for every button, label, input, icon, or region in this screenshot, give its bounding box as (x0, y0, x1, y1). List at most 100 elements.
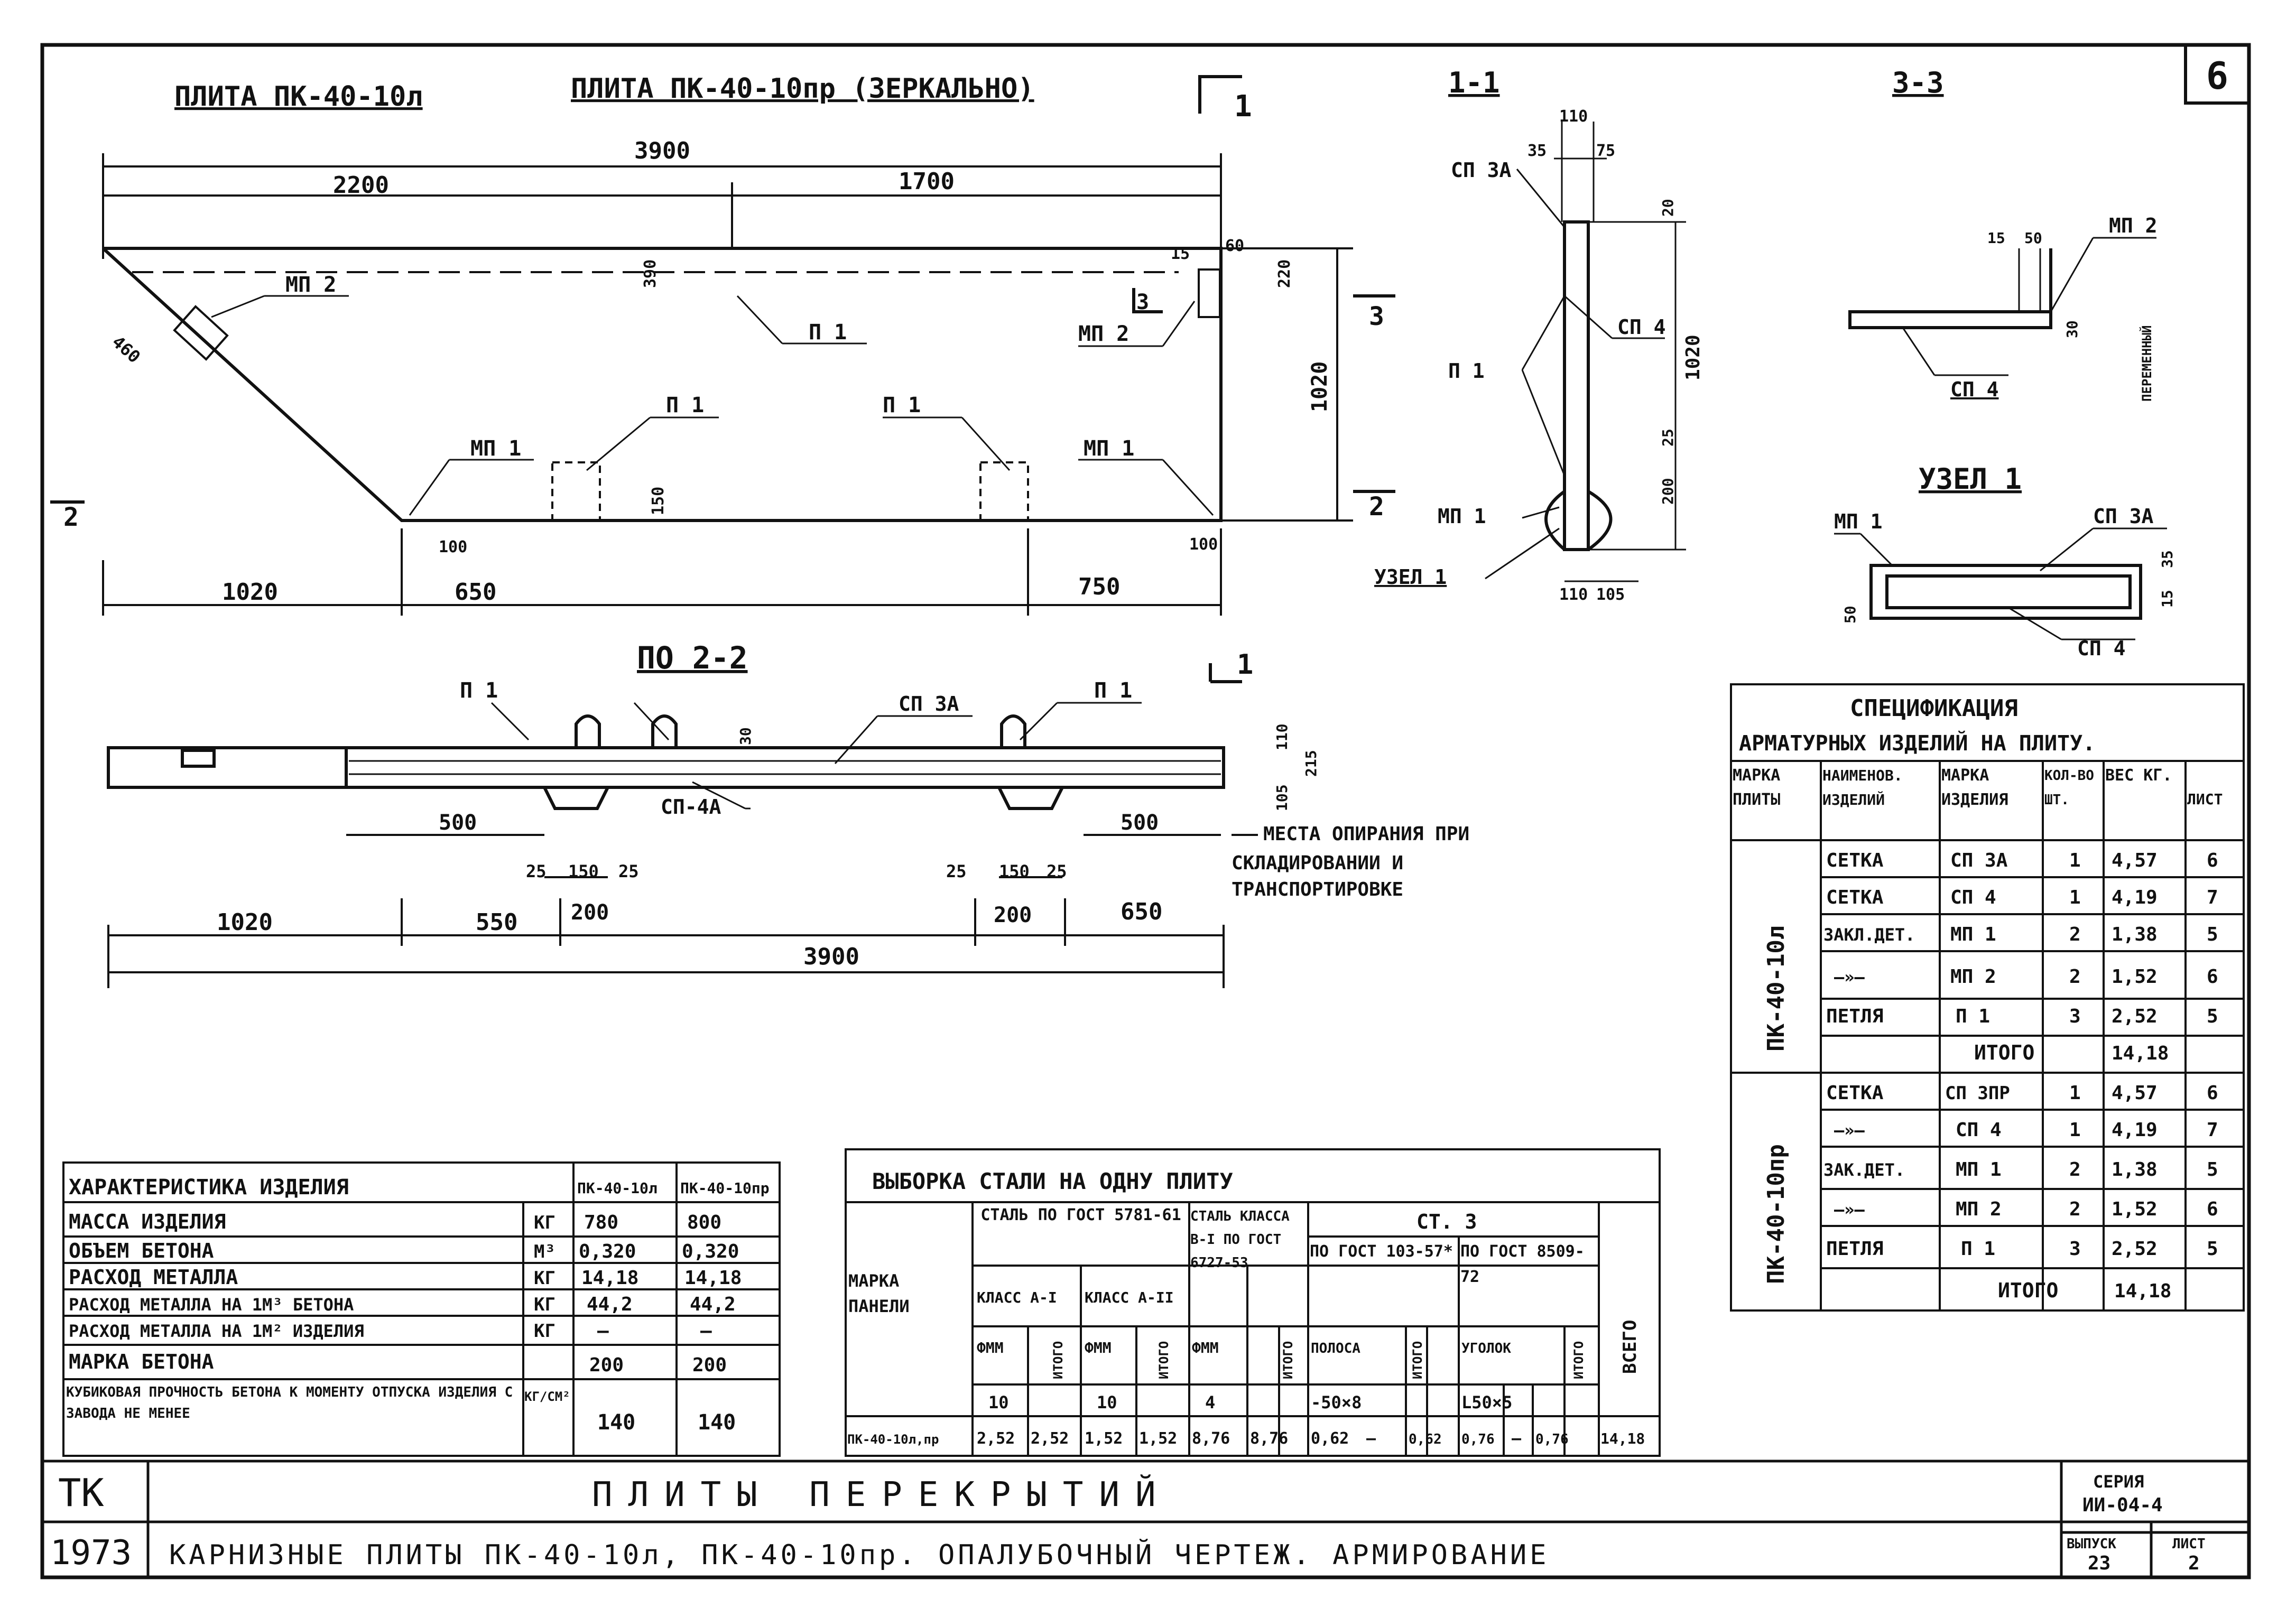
steel-angle-size: L50×5 (1461, 1392, 1512, 1412)
spec-cell: 5 (2207, 924, 2218, 945)
steel-polosa: ПОЛОСА (1311, 1341, 1360, 1356)
dim-variable-33: ПЕРЕМЕННЫЙ (2139, 326, 2154, 402)
spec-cell: 1,52 (2112, 1198, 2158, 1220)
label-p1-22-left: П 1 (460, 678, 498, 703)
dim-650-22: 650 (1121, 898, 1162, 925)
spec-header: МАРКА ПЛИТЫ (1733, 766, 1781, 809)
char-row-a: — (597, 1320, 609, 1342)
spec-cell: 2 (2069, 966, 2081, 988)
steel-row-val: 8,76 (1250, 1429, 1288, 1448)
spec-cell: 5 (2207, 1238, 2218, 1260)
dim-500-22-left: 500 (439, 811, 477, 835)
spec-cell: 6 (2207, 966, 2218, 988)
sheet-frame (40, 43, 2251, 1579)
char-row-name: РАСХОД МЕТАЛЛА НА 1М³ БЕТОНА (69, 1295, 354, 1315)
dim-25-d: 25 (1047, 861, 1067, 881)
dim-15-33: 15 (1987, 229, 2005, 247)
char-row-a: 780 (584, 1212, 618, 1233)
spec-cell: 7 (2207, 1119, 2218, 1141)
dim-220: 220 (1275, 259, 1294, 288)
spec-cell: 5 (2207, 1006, 2218, 1027)
dim-1020-11: 1020 (1682, 334, 1704, 380)
section-2-2-mark: 1 (1237, 649, 1253, 681)
issue-value: 23 (2088, 1553, 2110, 1574)
spec-cell: 4,19 (2112, 1119, 2158, 1141)
spec-cell: —»— (1834, 1200, 1865, 1220)
plan-title-left: ПЛИТА ПК-40-10л (174, 81, 423, 113)
spec-cell: 4,19 (2112, 887, 2158, 908)
spec-cell: —»— (1834, 1120, 1865, 1140)
spec-cell: П 1 (1961, 1238, 1995, 1260)
dim-1700: 1700 (899, 168, 955, 195)
char-row-unit: КГ (534, 1321, 556, 1342)
spec-header: ВЕС КГ. (2105, 766, 2172, 785)
char-row-b: 140 (698, 1410, 736, 1435)
spec-cell: 1 (2069, 850, 2081, 871)
char-row-unit: КГ (534, 1294, 556, 1315)
char-row-unit: КГ (534, 1268, 556, 1289)
label-sp3a-11: СП 3А (1451, 159, 1512, 182)
spec-total-label: ИТОГО (1974, 1041, 2034, 1064)
label-sp3a-node: СП 3А (2093, 505, 2154, 528)
label-sp4a-22: СП-4А (661, 795, 721, 819)
issue-label: ВЫПУСК (2067, 1536, 2116, 1552)
dim-30-33: 30 (2063, 320, 2081, 338)
spec-group-1: ПК-40-10л (1763, 926, 1790, 1052)
steel-itogo-b1: ИТОГО (1281, 1341, 1295, 1379)
steel-ugolok: УГОЛОК (1461, 1341, 1511, 1356)
dim-110-bottom: 110 (1559, 585, 1588, 604)
node-1: УЗЕЛ 1 МП 1 СП 3А СП 4 50 35 15 (1834, 462, 2176, 660)
spec-cell: СЕТКА (1826, 887, 1884, 908)
spec-cell: 4,57 (2112, 1082, 2158, 1104)
spec-cell: 2,52 (2112, 1006, 2158, 1027)
section-mark-2-left: 2 (63, 503, 79, 532)
steel-row-val: — (1512, 1429, 1522, 1448)
steel-itogo-a1: ИТОГО (1051, 1341, 1066, 1379)
char-row-name: КУБИКОВАЯ ПРОЧНОСТЬ БЕТОНА К МОМЕНТУ ОТП… (66, 1384, 513, 1421)
steel-class-a2: КЛАСС А-II (1085, 1289, 1174, 1306)
char-row-b: 44,2 (690, 1294, 736, 1315)
spec-cell: ПЕТЛЯ (1826, 1238, 1883, 1260)
dim-100-left: 100 (439, 538, 467, 556)
steel-row-mark: ПК-40-10л,пр (847, 1432, 939, 1447)
dim-15-node: 15 (2159, 590, 2176, 608)
spec-cell: 6 (2207, 1082, 2218, 1104)
char-col-b: ПК-40-10пр (680, 1179, 770, 1197)
title-sub: КАРНИЗНЫЕ ПЛИТЫ ПК-40-10л, ПК-40-10пр. О… (169, 1539, 1549, 1571)
steel-col-mark: МАРКА ПАНЕЛИ (848, 1271, 910, 1316)
spec-cell: МП 1 (1950, 924, 1996, 945)
steel-dia-10-a1: 10 (988, 1392, 1009, 1412)
steel-row-val: 1,52 (1139, 1429, 1177, 1448)
steel-gost-103: ПО ГОСТ 103-57* (1310, 1242, 1453, 1261)
spec-cell: 6 (2207, 1198, 2218, 1220)
steel-row-val: 14,18 (1600, 1430, 1645, 1447)
dim-150-a: 150 (568, 861, 599, 881)
spec-total: 14,18 (2114, 1280, 2171, 1302)
spec-table: СПЕЦИФИКАЦИЯ АРМАТУРНЫХ ИЗДЕЛИЙ НА ПЛИТУ… (1730, 683, 2245, 1312)
spec-header: МАРКА ИЗДЕЛИЯ (1941, 766, 2008, 809)
steel-row-val: 2,52 (1031, 1429, 1069, 1448)
dim-30-22: 30 (737, 727, 754, 745)
char-row-b: 0,320 (682, 1241, 739, 1262)
label-mp2-right: МП 2 (1078, 322, 1129, 346)
steel-row-val: 1,52 (1085, 1429, 1123, 1448)
spec-cell: 1 (2069, 887, 2081, 908)
spec-cell: ЗАКЛ.ДЕТ. (1823, 925, 1915, 945)
dim-100-right: 100 (1189, 535, 1218, 554)
dim-150: 150 (649, 487, 668, 515)
char-row-a: 0,320 (579, 1241, 636, 1262)
steel-strip-size: -50×8 (1311, 1392, 1362, 1412)
label-mp1-11: МП 1 (1438, 505, 1486, 528)
title-main: ПЛИТЫ ПЕРЕКРЫТИЙ (592, 1474, 1172, 1514)
spec-cell: МП 2 (1950, 966, 1996, 988)
dim-35: 35 (1527, 142, 1547, 160)
spec-cell: СП 3А (1950, 850, 2008, 871)
steel-title: ВЫБОРКА СТАЛИ НА ОДНУ ПЛИТУ (872, 1168, 1233, 1194)
steel-dia-4: 4 (1205, 1392, 1215, 1412)
dim-460: 460 (108, 332, 144, 367)
spec-cell: МП 2 (1956, 1198, 2002, 1220)
dim-390: 390 (641, 259, 660, 288)
char-row-b: 14,18 (684, 1267, 742, 1289)
dim-3900-top: 3900 (634, 137, 690, 164)
spec-cell: СЕТКА (1826, 850, 1884, 871)
